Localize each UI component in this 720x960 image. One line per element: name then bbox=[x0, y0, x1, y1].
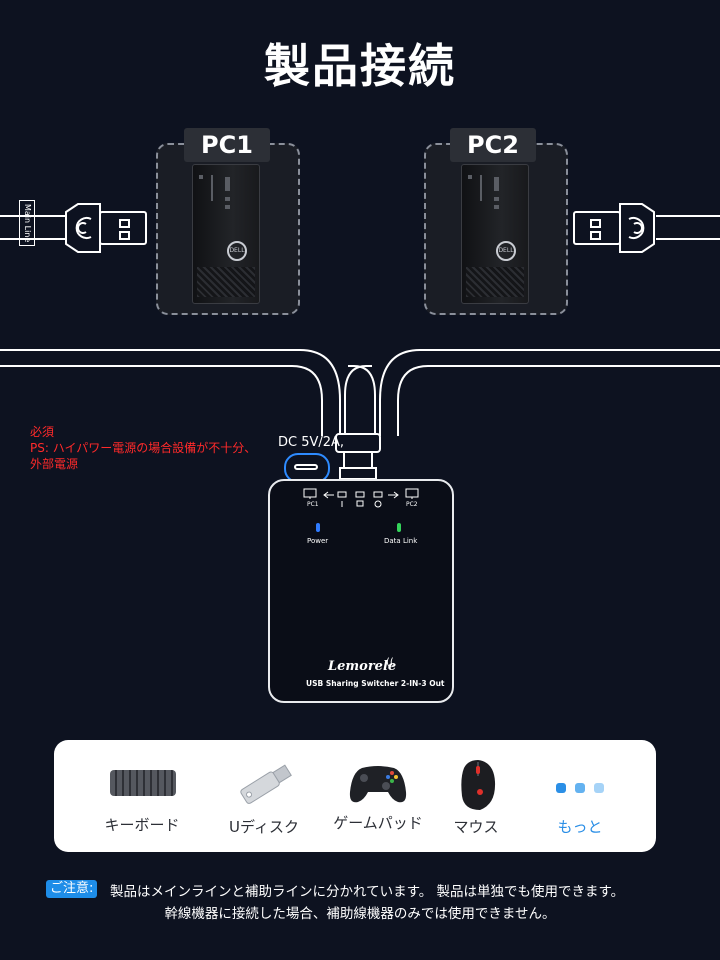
usb-a-plug-right-icon bbox=[573, 203, 655, 253]
cable-left-top bbox=[0, 215, 66, 240]
pc1-label: PC1 bbox=[184, 128, 270, 162]
more-dot-icon bbox=[594, 783, 604, 793]
cable-to-switch bbox=[339, 452, 377, 480]
model-name: USB Sharing Switcher 2-IN-3 Out bbox=[306, 679, 445, 688]
cable-inner bbox=[344, 365, 376, 436]
warning-line-2: PS: ハイパワー電源の場合設備が不十分、 bbox=[30, 441, 257, 455]
brand-logo: Lemorele bbox=[328, 659, 397, 674]
note-line-2: 幹線機器に接続した場合、補助線機器のみでは使用できません。 bbox=[164, 906, 556, 922]
pc1-tower-icon: DELL bbox=[192, 164, 260, 304]
monitor-icon bbox=[303, 488, 317, 498]
mouse-icon bbox=[461, 760, 496, 810]
usb-switch-device: PC1 PC2 Power Data Link Lemorele (( USB … bbox=[268, 479, 454, 703]
pc2-tower-icon: DELL bbox=[461, 164, 529, 304]
compatible-devices-card: キーボード Uディスク ゲームパッド マウス もっと bbox=[54, 740, 656, 852]
device-label-more: もっと bbox=[557, 818, 603, 836]
port-pc2-label: PC2 bbox=[406, 501, 418, 508]
monitor-icon bbox=[405, 488, 419, 498]
dc-input-label: DC 5V/2A, bbox=[278, 435, 345, 450]
note-badge: ご注意: bbox=[46, 880, 98, 898]
page-title: 製品接続 bbox=[264, 39, 456, 93]
more-dot-icon bbox=[556, 783, 566, 793]
main-line-label: Main Line bbox=[19, 200, 35, 246]
device-label-usb-drive: Uディスク bbox=[229, 818, 299, 836]
port-pc1-label: PC1 bbox=[307, 501, 319, 508]
gamepad-icon bbox=[349, 766, 407, 803]
power-led-label: Power bbox=[307, 537, 329, 545]
warning-line-3: 外部電源 bbox=[30, 457, 79, 471]
device-label-keyboard: キーボード bbox=[104, 816, 180, 834]
dell-logo-icon: DELL bbox=[496, 241, 516, 261]
note-line-1: 製品はメインラインと補助ラインに分かれています。 製品は単独でも使用できます。 bbox=[110, 884, 625, 900]
power-led bbox=[316, 523, 320, 532]
keyboard-icon bbox=[110, 770, 176, 796]
usb-a-plug-left-icon bbox=[65, 203, 147, 253]
device-label-gamepad: ゲームパッド bbox=[333, 814, 423, 832]
power-warning: 必須 PS: ハイパワー電源の場合設備が不十分、 外部電源 bbox=[30, 424, 256, 472]
dell-logo-icon: DELL bbox=[227, 241, 247, 261]
wireless-icon: (( bbox=[386, 657, 394, 668]
usb-drive-icon bbox=[240, 764, 292, 804]
more-dot-icon bbox=[575, 783, 585, 793]
warning-line-1: 必須 bbox=[30, 425, 55, 439]
cable-clip bbox=[335, 433, 381, 453]
cable-right-top bbox=[656, 215, 720, 240]
data-link-led bbox=[397, 523, 401, 532]
port-icons bbox=[303, 488, 419, 508]
cable-main-bundle bbox=[0, 349, 720, 436]
data-link-led-label: Data Link bbox=[384, 537, 418, 545]
pc2-label: PC2 bbox=[450, 128, 536, 162]
device-label-mouse: マウス bbox=[453, 818, 499, 836]
